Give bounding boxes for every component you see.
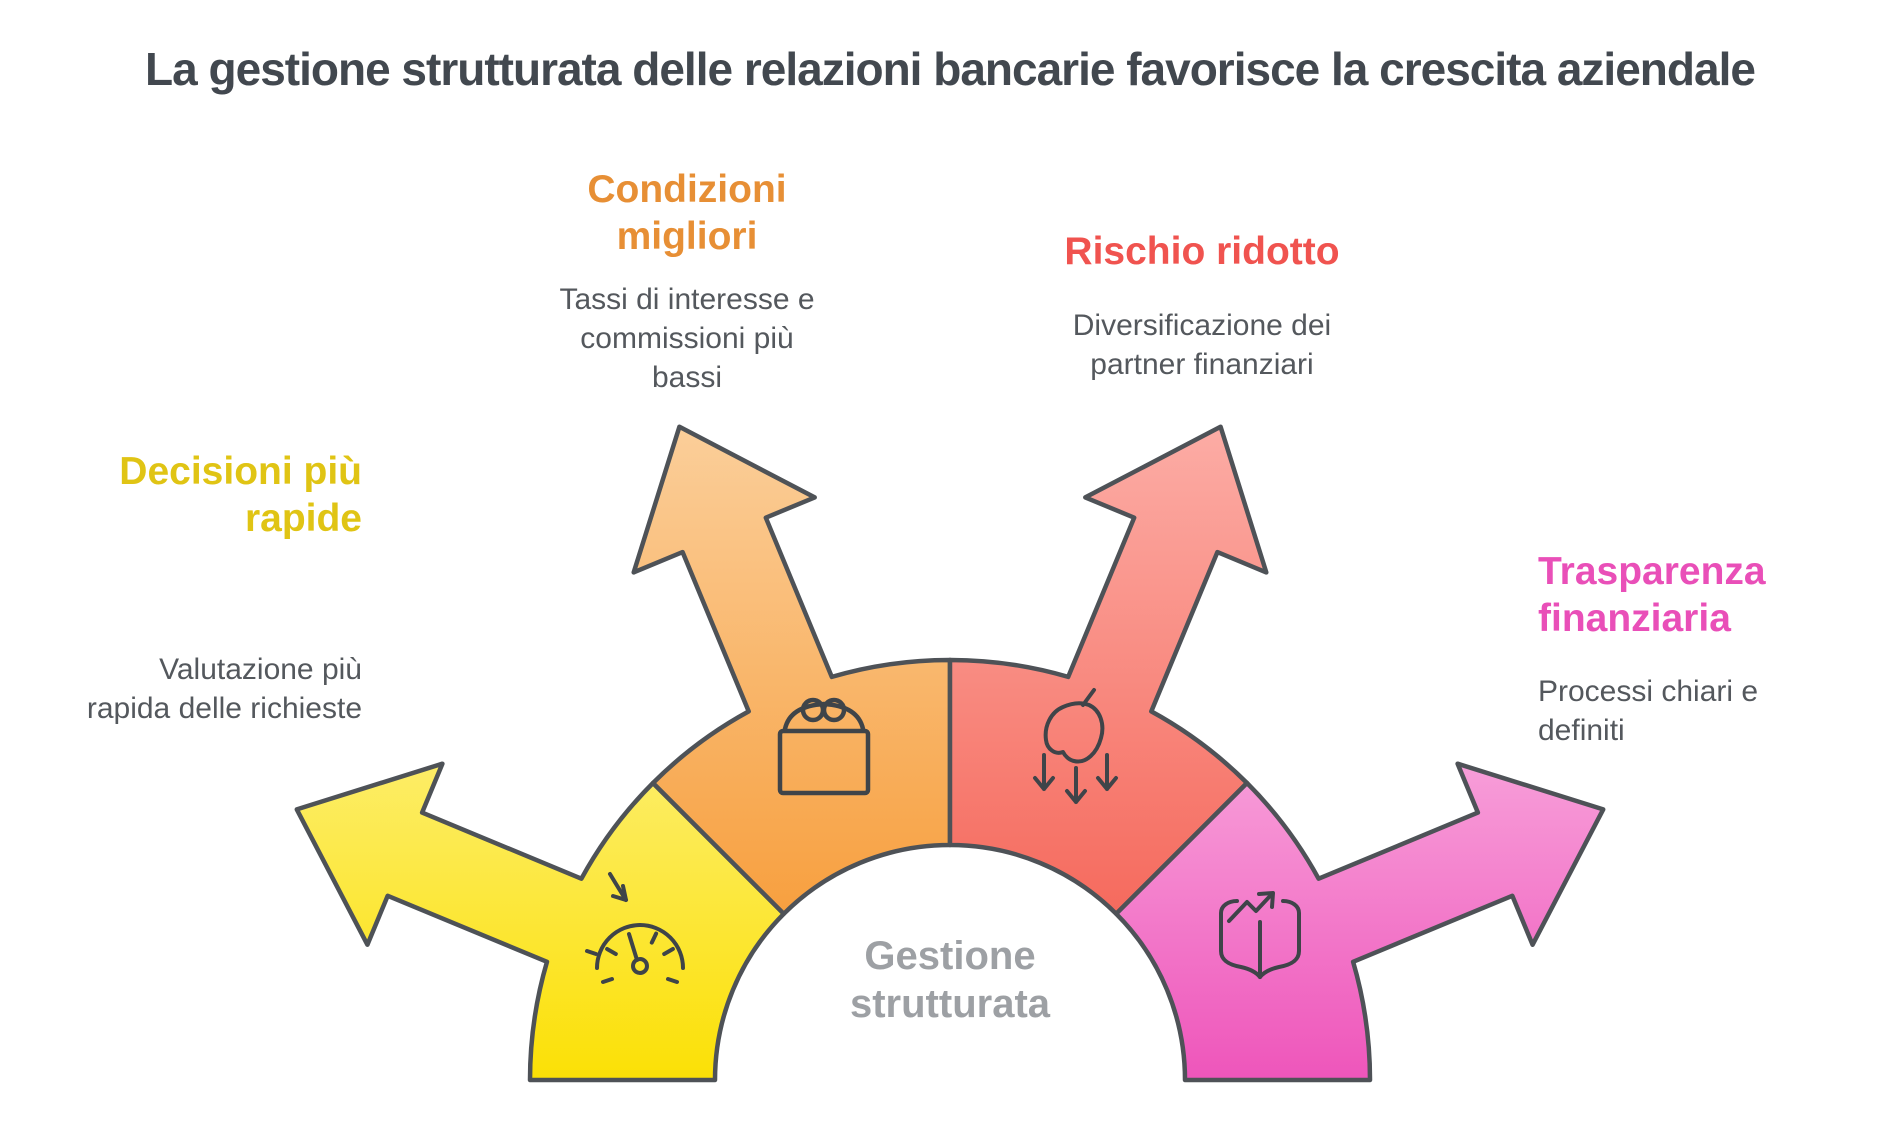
open-book-growth-icon — [1219, 891, 1301, 979]
segment-red-description-line: Diversificazione dei — [1072, 309, 1332, 342]
segment-yellow-title-line: Decisioni più — [119, 450, 362, 493]
segment-pink-title-line: Trasparenza — [1538, 550, 1766, 593]
segment-pink-title: Trasparenza finanziaria — [1538, 548, 1766, 642]
segment-yellow-description-line: rapida delle richieste — [86, 692, 362, 725]
main-title: La gestione strutturata delle relazioni … — [145, 43, 1756, 95]
segment-red-description: Diversificazione dei partner finanziari — [1002, 306, 1402, 384]
segment-red-title: Rischio ridotto — [1002, 228, 1402, 275]
segment-orange-description-line: Tassi di interesse e — [559, 283, 815, 316]
segment-yellow-title: Decisioni più rapide — [119, 448, 362, 542]
segment-orange-description-line: bassi — [651, 361, 723, 394]
segment-yellow-description: Valutazione più rapida delle richieste — [87, 650, 362, 728]
segment-pink-description: Processi chiari e definiti — [1538, 672, 1758, 750]
segment-red-description-line: partner finanziari — [1090, 348, 1314, 381]
segment-pink-description-line: Processi chiari e — [1538, 675, 1759, 708]
segment-pink-description-line: definiti — [1538, 714, 1625, 747]
segment-orange-description: Tassi di interesse e commissioni più bas… — [487, 280, 887, 397]
segment-orange-title: Condizioni migliori — [487, 166, 887, 260]
segment-orange-shape — [631, 424, 953, 917]
segment-orange-title-line: migliori — [616, 215, 758, 258]
segment-orange-description-line: commissioni più — [580, 322, 794, 355]
falling-apple-icon — [1033, 688, 1118, 804]
segment-yellow-description-line: Valutazione più — [159, 653, 362, 686]
speedometer-icon — [585, 872, 685, 984]
center-label-line: strutturata — [849, 982, 1051, 1026]
center-label-line: Gestione — [864, 934, 1036, 978]
coin-purse-icon — [777, 697, 871, 796]
segment-yellow-shape — [294, 761, 787, 1083]
segment-pink-shape — [1113, 761, 1606, 1083]
segment-red-title-line: Rischio ridotto — [1064, 230, 1340, 273]
segment-red-shape — [947, 424, 1269, 917]
segment-orange-title-line: Condizioni — [587, 168, 787, 211]
segment-yellow-title-line: rapide — [244, 497, 362, 540]
center-label: Gestione strutturata — [750, 932, 1150, 1028]
segment-pink-title-line: finanziaria — [1538, 597, 1731, 640]
